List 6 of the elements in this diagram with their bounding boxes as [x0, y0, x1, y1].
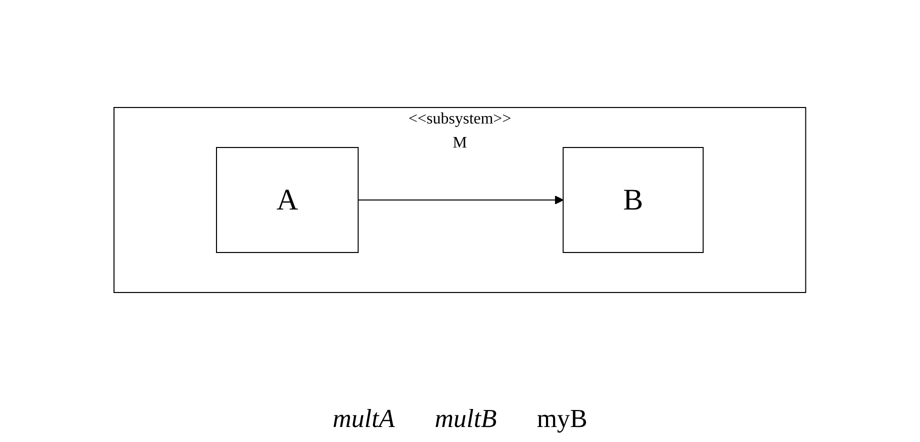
- multiplicity-label: multB: [434, 404, 497, 434]
- multiplicity-label: multA: [332, 404, 395, 434]
- role-name-label: myB: [536, 404, 588, 434]
- node-box: A: [216, 147, 359, 253]
- node-box: B: [562, 147, 704, 253]
- arrow: [358, 196, 564, 204]
